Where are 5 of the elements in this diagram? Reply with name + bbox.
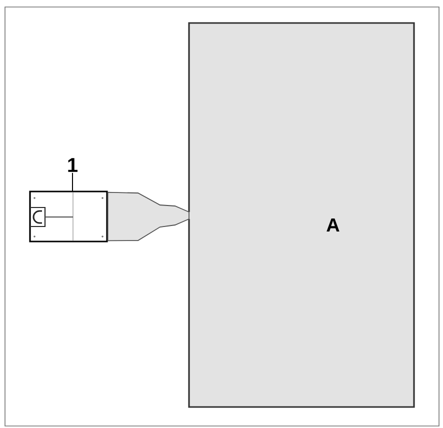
callout-number: 1 (68, 158, 78, 172)
leader-line (72, 172, 73, 192)
connector-funnel (107, 192, 190, 242)
device-box (29, 190, 108, 242)
area-box: A (188, 22, 415, 408)
